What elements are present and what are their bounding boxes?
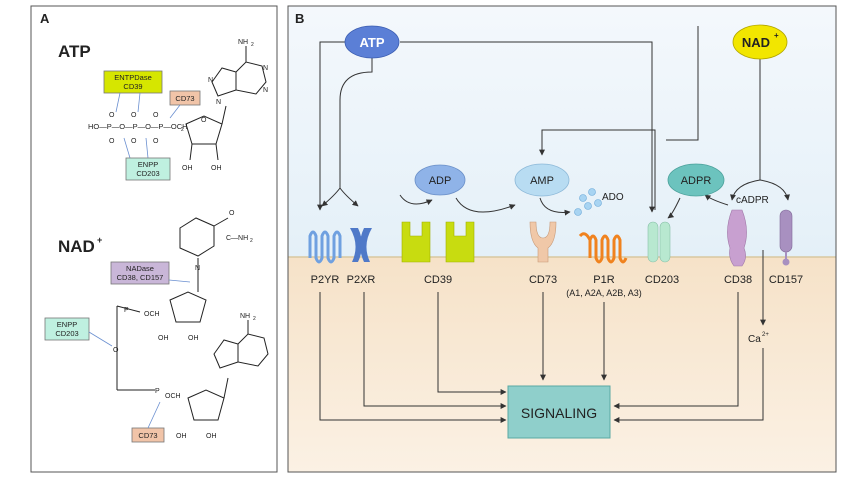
atp-sub2: 2 (181, 127, 184, 133)
nad-node-label: NAD (742, 35, 770, 50)
p1r-subtypes-label: (A1, A2A, A2B, A3) (566, 288, 642, 298)
panel-b: B ATP NAD + (287, 5, 837, 473)
extracellular-arrows (317, 26, 790, 219)
enzyme-entpdase-label: ENTPDase (114, 73, 152, 82)
atp-o4: O (109, 138, 115, 145)
atp-node: ATP (344, 25, 400, 59)
enzyme-cd73-label: CD73 (175, 94, 194, 103)
atp-o6: O (153, 138, 159, 145)
enzyme-cd39-label: CD39 (123, 82, 142, 91)
p2xr-receptor (350, 228, 372, 262)
atp-nh2: NH (238, 39, 248, 46)
nad-title-sup: + (97, 235, 102, 245)
nad-o-bridge: O (113, 347, 119, 354)
amp-node: AMP (514, 163, 570, 197)
enzyme-nadase-label: NADase (126, 264, 154, 273)
atp-o5: O (131, 138, 137, 145)
cd73-enzyme (529, 221, 557, 263)
enzyme-cd73-box (169, 90, 201, 106)
panel-b-frame (287, 5, 837, 473)
atp-oh-2: OH (211, 165, 222, 172)
intracellular-region (288, 257, 836, 472)
nad-oh-3: OH (176, 433, 187, 440)
p2yr-label: P2YR (311, 274, 340, 286)
panel-b-label: B (295, 11, 304, 26)
atp-n2: N (263, 65, 268, 72)
cd203-label: CD203 (645, 274, 679, 286)
nad-oh-2: OH (188, 335, 199, 342)
enzyme-enpp-label: ENPP (138, 160, 158, 169)
signaling-box: SIGNALING (507, 385, 611, 439)
nad-node: NAD + (732, 24, 788, 60)
nad-nh2: NH (240, 313, 250, 320)
cd73-label: CD73 (529, 274, 557, 286)
enzyme-cd203-label: CD203 (136, 169, 159, 178)
nad-p1: P (124, 307, 129, 314)
nad-och2-1: OCH (144, 311, 160, 318)
atp-structure: ATP ENTPDase CD39 CD73 HO—P—O—P—O—P—OCH … (58, 39, 268, 181)
p2xr-label: P2XR (347, 274, 376, 286)
enzyme-enpp-box-nad (44, 317, 90, 341)
cd38-label: CD38 (724, 274, 752, 286)
enzyme-nadase-box (110, 261, 170, 285)
atp-nh2-sub: 2 (251, 42, 254, 48)
enzyme-enpp-box (125, 157, 171, 181)
adp-node-label: ADP (429, 175, 452, 187)
atp-phosphate-chain: HO—P—O—P—O—P—OCH (88, 122, 188, 131)
enzyme-cd203-label-nad: CD203 (55, 329, 78, 338)
intracellular-arrows (319, 250, 766, 423)
atp-n4: N (216, 99, 221, 106)
cd157-label: CD157 (769, 274, 803, 286)
signaling-label: SIGNALING (521, 405, 597, 421)
cadpr-label: cADPR (736, 195, 769, 206)
nad-structure: NAD + C—NH 2 O N NADase CD38, CD157 OCH … (44, 210, 269, 443)
enzyme-entpdase-box (103, 70, 163, 94)
atp-n1: N (208, 77, 213, 84)
enzyme-cd73-label-nad: CD73 (138, 431, 157, 440)
panel-a-label: A (40, 11, 50, 26)
p1r-label: P1R (593, 274, 614, 286)
nad-node-sup: + (774, 31, 779, 40)
panel-a: A ATP ENTPDase CD39 CD73 HO—P—O—P—O—P—OC… (30, 5, 278, 473)
atp-o2: O (131, 112, 137, 119)
nad-amide: C—NH (226, 235, 248, 242)
nad-nh2-sub: 2 (253, 316, 256, 322)
nad-oh-4: OH (206, 433, 217, 440)
nad-och2-2: OCH (165, 393, 181, 400)
enzyme-enpp-label-nad: ENPP (57, 320, 77, 329)
atp-o3: O (153, 112, 159, 119)
nad-title: NAD (58, 237, 95, 256)
nad-oh-1: OH (158, 335, 169, 342)
p1r-receptor (578, 232, 628, 264)
atp-o1: O (109, 112, 115, 119)
cd157-enzyme (779, 209, 793, 266)
atp-title: ATP (58, 42, 91, 61)
amp-node-label: AMP (530, 175, 554, 187)
nad-p2: P (155, 388, 160, 395)
nad-amide-sub: 2 (250, 238, 253, 244)
adpr-node: ADPR (667, 163, 725, 197)
atp-ribose-o: O (201, 117, 207, 124)
adpr-node-label: ADPR (681, 175, 712, 187)
atp-oh-1: OH (182, 165, 193, 172)
cd38-enzyme (727, 209, 747, 267)
nad-amide-o: O (229, 210, 235, 217)
cd203-enzyme (647, 221, 671, 263)
cd39-label: CD39 (424, 274, 452, 286)
ca-sup: 2+ (762, 332, 769, 338)
enzyme-cd38-cd157-label: CD38, CD157 (117, 273, 164, 282)
p2yr-receptor (308, 230, 342, 264)
ado-molecules (574, 188, 602, 216)
ca-label: Ca (748, 334, 761, 345)
atp-node-label: ATP (359, 35, 384, 50)
adp-node: ADP (414, 164, 466, 196)
atp-n3: N (263, 87, 268, 94)
cd39-enzyme (401, 221, 475, 263)
ado-label: ADO (602, 192, 624, 203)
